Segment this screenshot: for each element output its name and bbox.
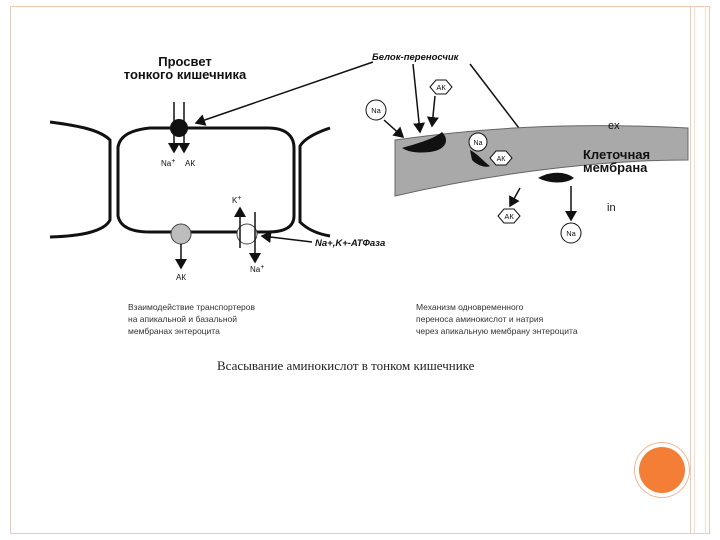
decorative-orange-circle [639,447,685,493]
ak-hexagon-released [497,208,521,224]
na-ion-top [365,99,387,121]
right-caption-line3: через апикальную мембрану энтероцита [416,326,578,336]
label-carrier-protein: Белок-переносчик [372,52,460,63]
label-k-plus: K+ [232,195,241,205]
left-caption-line3: мембранах энтероцита [128,326,220,336]
basal-ak-transporter [170,223,192,245]
slide-frame-right-inner-band [694,6,706,534]
label-na-bottom: Na+ [250,264,264,274]
k-text: K [232,196,238,205]
na-ion-top-label: Na [371,106,381,115]
right-neighbour-cell-outline [298,126,331,238]
na-ion-bound [468,132,488,152]
label-atpase: Na+,K+-АТФаза [315,238,385,249]
ak-hexagon-bound-label: АК [497,156,507,163]
ak-entry-arrow [426,95,439,128]
label-na-plus: Na+ [161,158,175,168]
na-ion-released-label: Na [566,229,576,238]
carrier-pointer-apical [194,61,374,126]
apical-transporter [170,119,188,137]
ak-hexagon-bound [489,150,513,166]
ak-hexagon-top [429,79,453,95]
label-in: in [607,202,616,214]
na-plus-text: Na [161,159,172,168]
na-k-atpase-pump [236,223,258,245]
left-neighbour-cell-outline [49,120,112,239]
carrier-protein-1 [402,132,446,153]
membrane-title-line1: Клеточная [583,147,650,162]
right-caption-line1: Механизм одновременного [416,302,524,312]
label-ak-bottom: АК [176,273,186,282]
right-caption-line2: переноса аминокислот и натрия [416,314,544,324]
carrier-protein-3 [538,172,574,183]
lumen-title-line1: Просвет [158,54,212,69]
label-ak-top: АК [185,159,195,168]
carrier-pointer-1 [412,63,426,134]
cell-membrane-band [394,125,689,197]
enterocyte-cell-outline [116,126,296,234]
left-caption-line2: на апикальной и базальной [128,314,237,324]
ak-hexagon-released-label: АК [504,212,514,221]
na-ion-bound-label: Na [474,140,483,147]
atpase-pointer-arrow [260,231,313,244]
figure-caption: Всасывание аминокислот в тонком кишечник… [217,358,475,373]
carrier-protein-2 [470,150,490,167]
label-ex: ex [608,120,620,132]
na-entry-arrow [383,119,405,139]
ak-hexagon-top-label: АК [436,83,446,92]
membrane-title-line2: мембрана [583,160,648,175]
na-ion-released [560,222,582,244]
ak-release-arrow [509,187,521,208]
slide-frame-right-band [690,6,710,534]
left-caption-line1: Взаимодействие транспортеров [128,302,255,312]
na-bottom-text: Na [250,265,261,274]
lumen-title-line2: тонкого кишечника [124,67,247,82]
